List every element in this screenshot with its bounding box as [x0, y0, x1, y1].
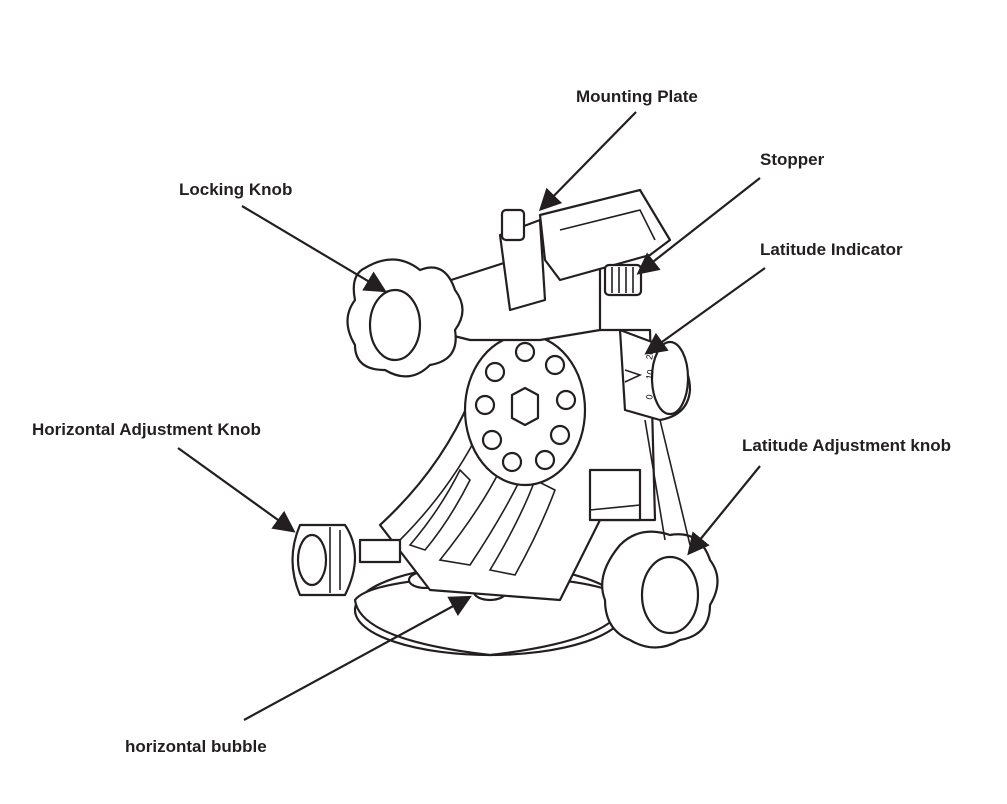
- rotating-disc: [463, 333, 587, 487]
- horizontal-bubble-pointer: [243, 595, 472, 721]
- latitude-indicator-pointer: [644, 267, 766, 355]
- scale-mark-10: 10: [644, 369, 656, 381]
- latitude-adjustment-knob-pointer: [687, 465, 761, 556]
- label-horizontal-bubble: horizontal bubble: [125, 737, 267, 756]
- label-locking-knob: Locking Knob: [179, 180, 293, 199]
- label-latitude-indicator: Latitude Indicator: [760, 240, 903, 259]
- latitude-adjustment-knob: [601, 419, 719, 649]
- stopper: [603, 263, 643, 297]
- horizontal-adjustment-knob-pointer: [177, 447, 296, 533]
- label-horizontal-adjustment-knob: Horizontal Adjustment Knob: [32, 420, 261, 439]
- latitude-indicator: 0 10 20: [618, 328, 692, 422]
- label-mounting-plate: Mounting Plate: [576, 87, 698, 106]
- locking-knob: [346, 258, 464, 378]
- horizontal-adjustment-knob: [291, 523, 402, 597]
- stopper-pointer: [636, 177, 761, 275]
- locking-knob-pointer: [241, 205, 387, 293]
- mounting-plate-pointer: [538, 111, 637, 212]
- label-stopper: Stopper: [760, 150, 825, 169]
- label-latitude-adjustment-knob: Latitude Adjustment knob: [742, 436, 952, 455]
- scale-mark-0: 0: [644, 394, 655, 401]
